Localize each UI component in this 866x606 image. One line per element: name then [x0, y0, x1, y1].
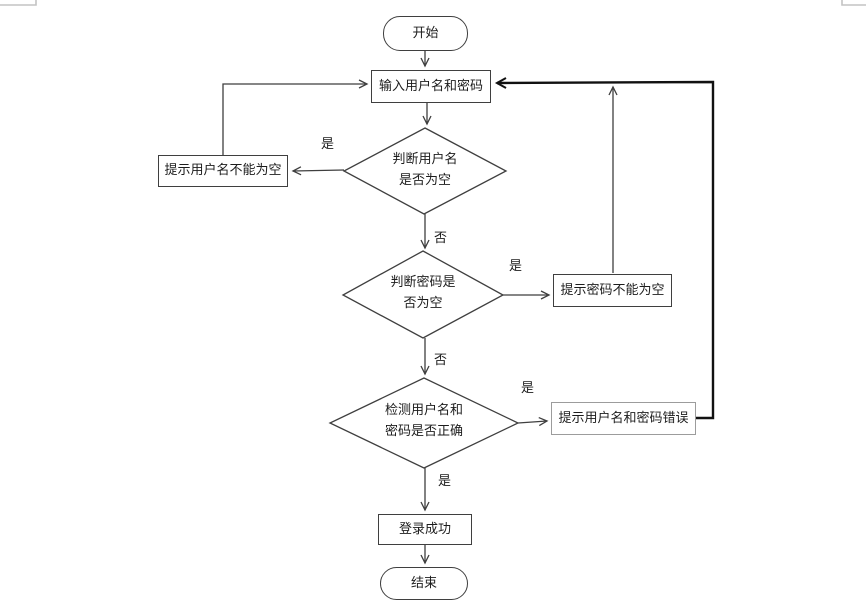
node-check-username-text: 判断用户名 是否为空: [350, 141, 500, 201]
node-end[interactable]: 结束: [380, 567, 468, 600]
node-hint-password[interactable]: 提示密码不能为空: [553, 274, 672, 307]
page-corner-top-right: [841, 0, 866, 6]
node-hint-password-label: 提示密码不能为空: [560, 282, 665, 298]
node-hint-error[interactable]: 提示用户名和密码错误: [551, 402, 696, 435]
node-hint-username-label: 提示用户名不能为空: [164, 163, 282, 179]
node-start[interactable]: 开始: [383, 16, 468, 51]
edge-check-correct-wrong: [517, 416, 549, 427]
edge-label-password-no: 否: [434, 353, 448, 368]
check-correct-line2: 密码是否正确: [384, 424, 463, 439]
edge-label-correct-wrong-yes: 是: [521, 381, 535, 396]
check-correct-line1: 检测用户名和: [384, 403, 463, 419]
node-hint-username[interactable]: 提示用户名不能为空: [158, 155, 288, 187]
check-username-line1: 判断用户名: [392, 152, 458, 168]
node-input-label: 输入用户名和密码: [378, 78, 483, 94]
edge-label-correct-ok-yes: 是: [438, 474, 452, 489]
decision-check-password-shape[interactable]: [341, 250, 505, 339]
decision-check-correct-shape[interactable]: [328, 377, 520, 469]
edge-check-username-yes: [291, 166, 345, 176]
node-success[interactable]: 登录成功: [378, 514, 472, 545]
edge-label-username-no: 否: [434, 231, 448, 246]
node-start-label: 开始: [412, 25, 439, 41]
edge-hint-username-return: [222, 79, 369, 155]
edge-label-password-yes: 是: [509, 259, 523, 274]
node-check-correct-text: 检测用户名和 密码是否正确: [334, 392, 514, 452]
page-corner-top-left: [0, 0, 37, 6]
check-password-line2: 否为空: [403, 296, 443, 311]
node-hint-error-label: 提示用户名和密码错误: [558, 410, 689, 426]
decision-check-username-shape[interactable]: [342, 127, 508, 215]
check-username-line2: 是否为空: [398, 173, 451, 188]
node-check-password-text: 判断密码是 否为空: [348, 264, 498, 324]
edge-label-username-yes: 是: [321, 137, 335, 152]
edge-hint-error-return: [494, 77, 715, 420]
node-success-label: 登录成功: [398, 521, 451, 537]
node-end-label: 结束: [410, 575, 437, 591]
node-input[interactable]: 输入用户名和密码: [371, 70, 491, 103]
check-password-line1: 判断密码是: [390, 275, 456, 291]
